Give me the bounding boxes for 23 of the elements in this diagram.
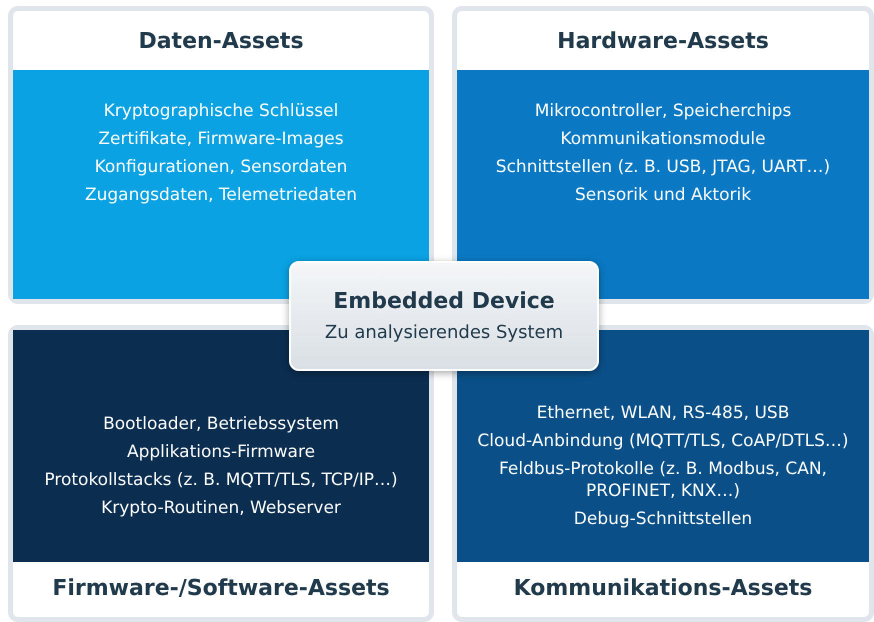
asset-line: Debug-Schnittstellen [574, 508, 752, 530]
card-heading: Hardware-Assets [556, 28, 770, 56]
card-heading: Daten-Assets [137, 28, 305, 56]
asset-line: Feldbus-Protokolle (z. B. Modbus, CAN, PROFINET, KNX…) [498, 458, 828, 502]
asset-line: Zertifikate, Firmware-Images [98, 128, 344, 150]
asset-line: Bootloader, Betriebssystem [103, 412, 339, 435]
asset-line: Schnittstellen (z. B. USB, JTAG, UART…) [496, 156, 830, 178]
asset-line: Konfigurationen, Sensordaten [94, 156, 348, 178]
asset-line: Krypto-Routinen, Webserver [101, 497, 341, 520]
asset-line: Kommunikationsmodule [560, 128, 766, 150]
asset-line: Applikations-Firmware [126, 440, 316, 463]
card-heading: Kommunikations-Assets [512, 575, 814, 603]
asset-line: Zugangsdaten, Telemetriedaten [84, 184, 358, 206]
box-subtitle: Zu analysierendes System [324, 322, 564, 343]
asset-line: Protokollstacks (z. B. MQTT/TLS, TCP/IP…) [44, 469, 398, 492]
asset-line: Kryptographische Schlüssel [104, 100, 338, 122]
box-title: Embedded Device [333, 289, 555, 314]
asset-line: Ethernet, WLAN, RS-485, USB [536, 402, 790, 424]
asset-line: Sensorik und Aktorik [574, 184, 752, 206]
card-heading: Firmware-/Software-Assets [51, 575, 391, 603]
center-box [289, 261, 599, 371]
asset-line: Cloud-Anbindung (MQTT/TLS, CoAP/DTLS…) [477, 430, 849, 452]
asset-line: Mikrocontroller, Speicherchips [534, 100, 792, 122]
